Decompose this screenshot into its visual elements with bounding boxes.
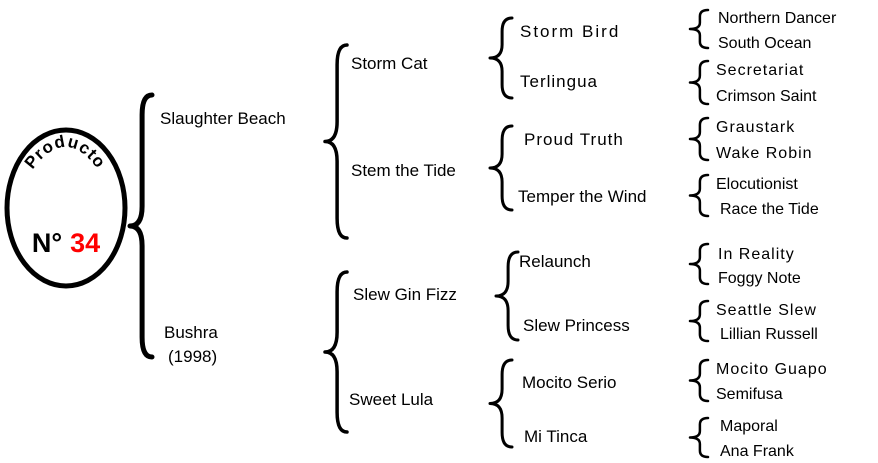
- great-grandparent-name: Slew Princess: [523, 316, 630, 335]
- ancestor-name: Maporal: [720, 418, 778, 435]
- great-grandparent-name: Relaunch: [519, 252, 591, 271]
- ancestor-name: In Reality: [718, 246, 795, 263]
- brace-storm-cat: [488, 16, 514, 100]
- parent-dam-year: (1998): [168, 347, 217, 366]
- brace-proud-truth: [688, 116, 710, 162]
- ancestor-name: Crimson Saint: [716, 88, 817, 105]
- ancestor-name: Lillian Russell: [720, 326, 818, 343]
- grandparent-name: Slew Gin Fizz: [353, 285, 457, 304]
- brace-storm-bird: [688, 8, 710, 50]
- brace-parents: [127, 92, 155, 360]
- ancestor-name: South Ocean: [718, 35, 811, 52]
- svg-text:N°34: N° 34: [32, 228, 100, 258]
- brace-slew-gin-fizz: [494, 250, 520, 342]
- badge-number-prefix: N°: [32, 228, 62, 258]
- brace-terlingua: [688, 59, 710, 106]
- ancestor-name: Seattle Slew: [716, 302, 817, 319]
- brace-dam-side: [323, 270, 349, 434]
- great-grandparent-name: Mocito Serio: [522, 373, 616, 392]
- ancestor-name: Wake Robin: [716, 145, 813, 162]
- ancestor-name: Ana Frank: [720, 443, 795, 460]
- brace-mi-tinca: [688, 416, 710, 459]
- great-grandparent-name: Proud Truth: [524, 130, 624, 149]
- brace-sweet-lula: [488, 358, 514, 449]
- brace-sire-side: [323, 43, 349, 240]
- badge-number: 34: [70, 228, 100, 258]
- ancestor-name: Elocutionist: [716, 176, 798, 193]
- brace-slew-princess: [688, 299, 710, 343]
- brace-stem-the-tide: [488, 124, 514, 212]
- parent-dam-name: Bushra: [164, 323, 218, 342]
- brace-relaunch: [688, 242, 710, 286]
- ancestor-name: Northern Dancer: [718, 10, 837, 27]
- ancestor-name: Semifusa: [716, 386, 783, 403]
- ancestor-name: Secretariat: [716, 62, 804, 79]
- product-badge: Producto N°34: [4, 127, 128, 289]
- ancestor-name: Foggy Note: [718, 270, 801, 287]
- great-grandparent-name: Storm Bird: [520, 22, 620, 41]
- grandparent-name: Sweet Lula: [349, 390, 434, 409]
- ancestor-name: Mocito Guapo: [716, 361, 828, 378]
- braces-layer: [127, 8, 710, 459]
- great-grandparent-name: Temper the Wind: [518, 187, 647, 206]
- great-grandparent-name: Terlingua: [520, 72, 598, 91]
- brace-temper-the-wind: [688, 173, 710, 218]
- grandparent-name: Storm Cat: [351, 54, 428, 73]
- parent-sire-name: Slaughter Beach: [160, 109, 286, 128]
- brace-mocito-serio: [688, 358, 710, 403]
- grandparent-name: Stem the Tide: [351, 161, 456, 180]
- badge-ellipse: [4, 127, 128, 289]
- ancestor-name: Race the Tide: [720, 201, 819, 218]
- great-grandparent-name: Mi Tinca: [524, 427, 588, 446]
- ancestor-name: Graustark: [716, 119, 795, 136]
